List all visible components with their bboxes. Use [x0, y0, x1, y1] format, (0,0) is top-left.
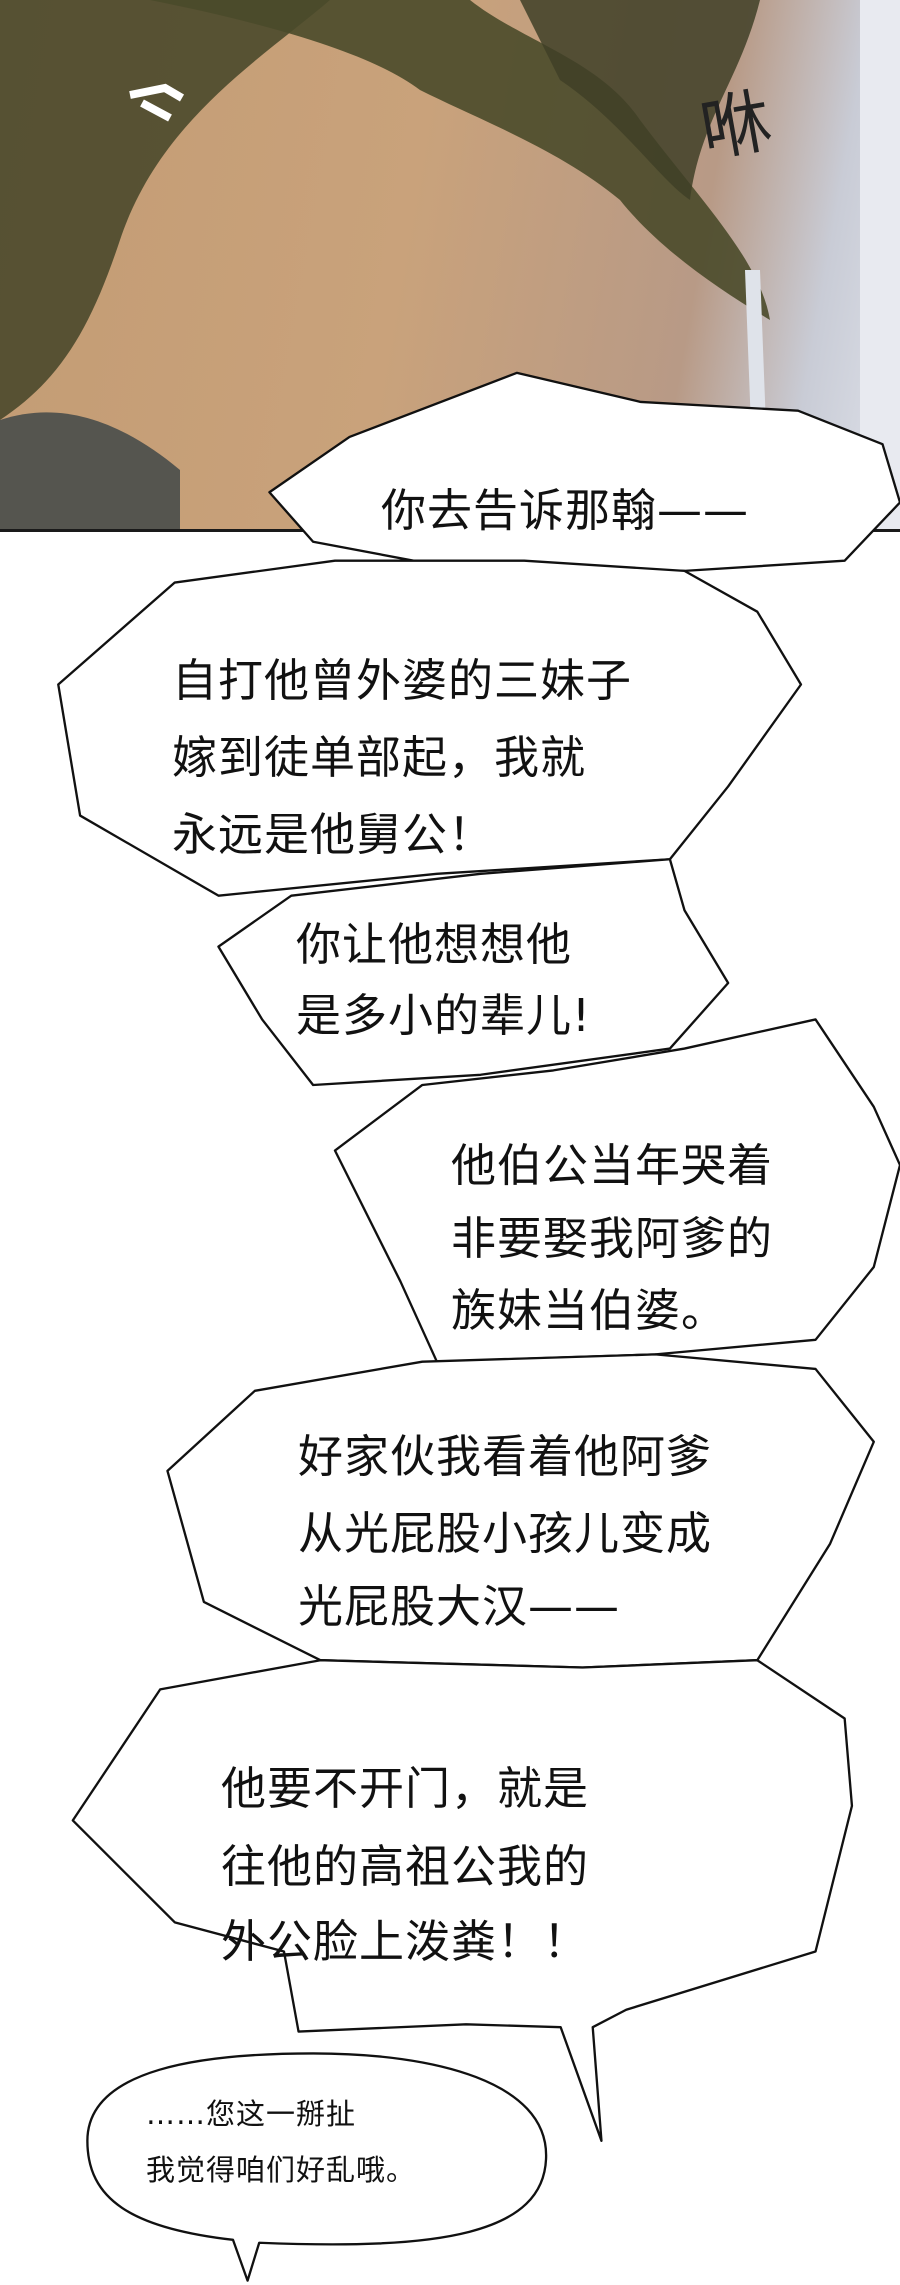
- dialogue-line: 外公脸上泼粪！！: [221, 1915, 590, 1968]
- dialogue-line: 你去告诉那翰——: [381, 484, 750, 537]
- dialogue-line: 自打他曾外婆的三妹子: [172, 654, 633, 707]
- dialogue-line: 往他的高祖公我的: [221, 1840, 590, 1893]
- dialogue-line: 好家伙我看着他阿爹: [298, 1430, 713, 1483]
- dialogue-line: 嫁到徒单部起，我就: [172, 731, 587, 784]
- dialogue-line: 我觉得咱们好乱哦。: [146, 2153, 417, 2187]
- dialogue-line: 族妹当伯婆。: [451, 1284, 728, 1337]
- speech-bubble-1: [268, 371, 900, 573]
- speech-bubble-3: [217, 858, 730, 1087]
- dialogue-line: 光屁股大汉——: [298, 1580, 621, 1633]
- dialogue-line: 非要娶我阿爹的: [451, 1212, 774, 1265]
- speech-bubble-2: [57, 559, 803, 897]
- dialogue-line: 是多小的辈儿!: [296, 989, 592, 1042]
- dialogue-line: 他伯公当年哭着: [451, 1139, 774, 1192]
- dialogue-line: 他要不开门，就是: [221, 1762, 590, 1815]
- speech-bubble-6: [71, 1659, 854, 2142]
- speech-bubble-7: [86, 2052, 548, 2282]
- dialogue-line: 你让他想想他: [296, 918, 573, 971]
- dialogue-line: ……您这一掰扯: [146, 2097, 357, 2131]
- speech-bubble-5: [166, 1353, 875, 1669]
- dialogue-line: 从光屁股小孩儿变成: [298, 1507, 713, 1560]
- dialogue-line: 永远是他舅公！: [172, 808, 495, 861]
